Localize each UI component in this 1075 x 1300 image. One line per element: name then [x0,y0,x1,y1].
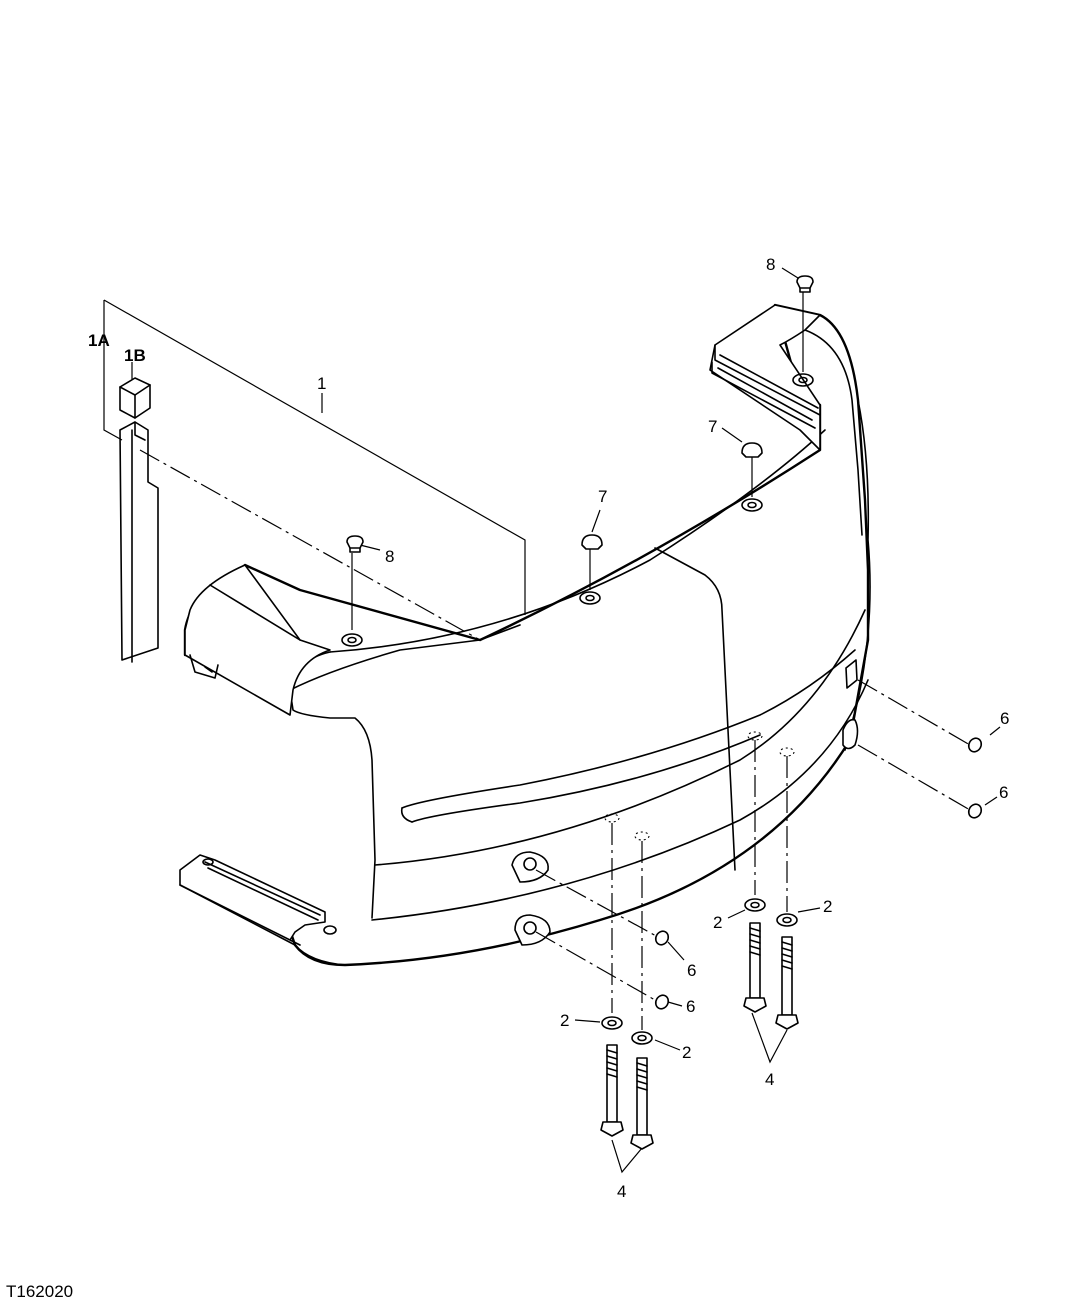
plug-6-right-upper [967,737,983,753]
callout-8-right: 8 [766,255,775,274]
plug-6-right-lower [967,803,983,819]
washer-2-right-right [776,913,798,927]
callout-6-right-upper: 6 [1000,709,1009,728]
cap-7-right [741,442,763,458]
callout-7-middle: 7 [598,487,607,506]
plug-6-front-lower [654,994,670,1010]
callout-6-front-lower: 6 [686,997,695,1016]
bolt-4-front-left [600,1044,624,1137]
callout-2-right-right: 2 [823,897,832,916]
callout-6-right-lower: 6 [999,783,1008,802]
callout-1: 1 [317,374,326,393]
right-end-block [709,304,821,451]
bolt-4-front-right [630,1057,654,1150]
left-end-block [184,564,331,716]
callout-2-front-right: 2 [682,1043,691,1062]
part-1a-plate [119,421,159,663]
callout-2-right-left: 2 [713,913,722,932]
bolt-4-right-right [775,936,799,1030]
callout-1b: 1B [124,346,146,365]
leader-lines [103,267,1001,1174]
front-sockets [511,659,859,946]
callout-4-front: 4 [617,1182,626,1201]
callout-7-right: 7 [708,417,717,436]
washer-2-front-right [631,1031,653,1045]
callout-4-right: 4 [765,1070,774,1089]
washer-2-front-left [601,1016,623,1030]
callout-8-left: 8 [385,547,394,566]
part-1b-block [119,377,151,419]
callout-6-front-upper: 6 [687,961,696,980]
callout-2-front-left: 2 [560,1011,569,1030]
callout-labels: 1A 1B 1 8 8 7 7 6 6 6 6 2 2 2 2 4 4 T162… [6,255,1009,1300]
bolt-4-right-left [743,922,767,1013]
callout-1a: 1A [88,331,110,350]
figure-id: T162020 [6,1282,73,1300]
left-foot-rail [179,854,346,966]
bottom-hole-markers [604,731,795,841]
cap-7-middle [581,534,603,550]
top-mounting-holes [341,373,814,647]
plug-8-right [796,275,814,293]
plug-6-front-upper [654,930,670,946]
washer-2-right-left [744,898,766,912]
plug-8-left [346,535,364,553]
counterweight-body [183,303,871,967]
